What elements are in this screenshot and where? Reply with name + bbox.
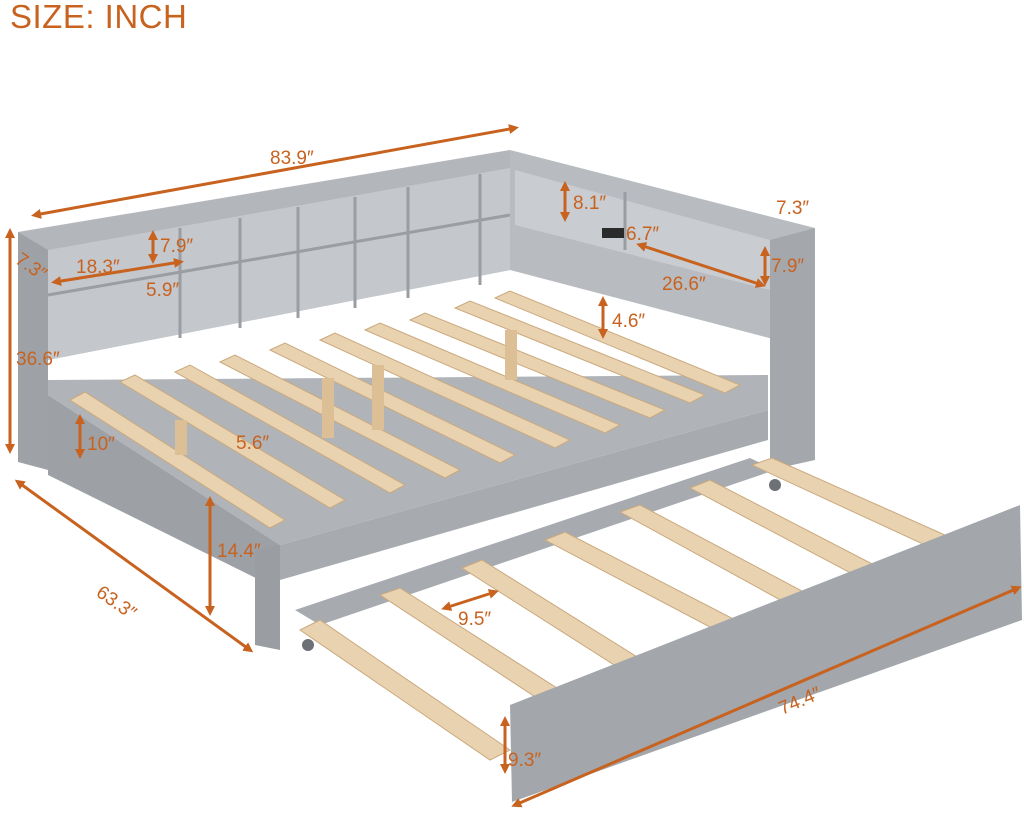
center-supports: [175, 330, 517, 455]
slat-gap-label: 5.6″: [236, 433, 269, 454]
trundle-length-arrow: [511, 585, 1022, 808]
side-shelf-height-label: 8.1″: [573, 193, 606, 214]
dimension-lines: [5, 124, 1022, 808]
usb-port-icon: [602, 228, 624, 238]
side-shelf-height-right-label: 7.9″: [771, 256, 804, 277]
shelf-width-arrow: [51, 258, 184, 286]
caster-wheel: [302, 639, 314, 651]
side-rail: [280, 410, 768, 580]
trundle-slat-gap-label: 9.5″: [458, 609, 491, 630]
trundle-back-rail: [295, 458, 775, 625]
left-end-panel: [18, 232, 48, 470]
overall-depth-label: 63.3″: [92, 582, 140, 624]
headboard-height-label: 36.6″: [16, 349, 60, 370]
side-shelf-width-label: 26.6″: [662, 274, 706, 295]
overall-length-label: 83.9″: [270, 148, 314, 169]
shelf-depth-label: 5.9″: [146, 280, 179, 301]
overall-length-arrow: [31, 124, 519, 219]
caster-wheel: [769, 479, 781, 491]
shelf-width-label: 18.3″: [76, 257, 120, 278]
leg-height-label: 14.4″: [217, 541, 261, 562]
front-leg: [255, 545, 280, 650]
trundle-height-label: 9.3″: [508, 750, 541, 771]
slat-to-rail-label: 4.6″: [612, 311, 645, 332]
page-title: SIZE: INCH: [10, 0, 188, 35]
rail-height-label: 10″: [87, 434, 115, 455]
side-shelf-depth-label: 6.7″: [626, 224, 659, 245]
right-end-post: [770, 228, 815, 470]
side-shelf-width-arrow: [636, 242, 766, 288]
overall-depth-arrow: [14, 479, 254, 653]
headboard-depth-right-label: 7.3″: [776, 198, 809, 219]
trundle-slat-gap-arrow: [441, 589, 499, 611]
shelf-height-left-label: 7.9″: [160, 236, 193, 257]
